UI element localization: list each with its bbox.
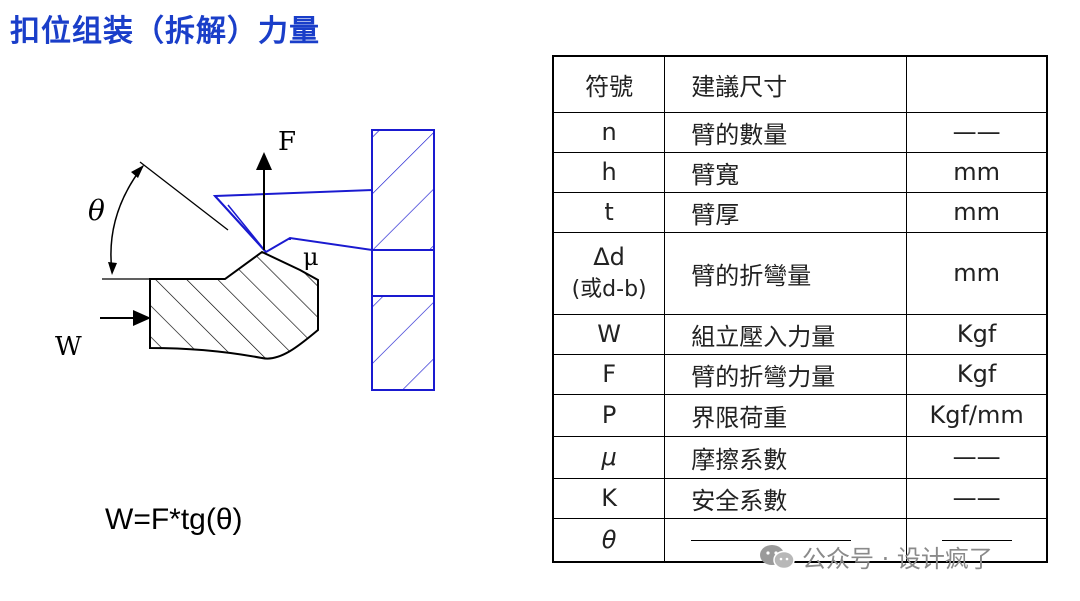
cell-name: 安全系數 xyxy=(664,477,908,519)
cell-unit: mm xyxy=(906,231,1048,315)
snap-fit-diagram: F θ μ W xyxy=(55,127,435,391)
cell-unit: —— xyxy=(906,435,1048,479)
label-mu: μ xyxy=(303,243,319,271)
table-row: h 臂寬 mm xyxy=(552,151,1048,193)
cell-name: 臂寬 xyxy=(664,151,908,193)
table-row: F 臂的折彎力量 Kgf xyxy=(552,353,1048,395)
snap-arm xyxy=(212,188,373,254)
cell-unit: Kgf xyxy=(906,313,1048,355)
label-theta: θ xyxy=(88,194,105,227)
cell-symbol: K xyxy=(552,477,666,519)
empty-dash xyxy=(941,540,1012,542)
cell-name: 摩擦系數 xyxy=(664,435,908,479)
label-f: F xyxy=(278,127,296,157)
cell-symbol: t xyxy=(552,191,666,233)
cell-symbol-alt: (或d-b) xyxy=(571,277,647,302)
wechat-icon xyxy=(760,544,795,569)
cell-symbol: W xyxy=(552,313,666,355)
cell-name: 臂的數量 xyxy=(664,111,908,153)
cell-symbol: P xyxy=(552,393,666,437)
header-symbol: 符號 xyxy=(552,55,666,113)
cell-unit: Kgf xyxy=(906,353,1048,395)
empty-dash xyxy=(691,540,852,542)
angle-ref-line xyxy=(139,161,229,231)
cell-unit: —— xyxy=(906,477,1048,519)
header-unit xyxy=(906,55,1048,113)
formula: W=F*tg(θ) xyxy=(105,503,243,536)
angle-arrow-top xyxy=(131,165,144,178)
watermark-text: 公众号 · 设计疯了 xyxy=(802,545,993,573)
cell-symbol: h xyxy=(552,151,666,193)
cell-unit: mm xyxy=(906,191,1048,233)
table-row: K 安全系數 —— xyxy=(552,477,1048,519)
cell-unit: mm xyxy=(906,151,1048,193)
page-title: 扣位组装（拆解）力量 xyxy=(10,14,320,49)
spec-table: 符號 建議尺寸 n 臂的數量 —— h 臂寬 mm t 臂厚 mm Δd (或d… xyxy=(552,55,1048,563)
angle-arc xyxy=(110,165,144,273)
cell-symbol: F xyxy=(552,353,666,395)
cell-name: 臂的折彎力量 xyxy=(664,353,908,395)
cell-name: 臂厚 xyxy=(664,191,908,233)
table-header-row: 符號 建議尺寸 xyxy=(552,55,1048,113)
header-size: 建議尺寸 xyxy=(664,55,908,113)
table-row: μ 摩擦系數 —— xyxy=(552,435,1048,479)
table-row: n 臂的數量 —— xyxy=(552,111,1048,153)
mating-part xyxy=(149,250,319,360)
cell-unit: —— xyxy=(906,111,1048,153)
angle-arrow-bottom xyxy=(108,262,117,275)
cell-unit: Kgf/mm xyxy=(906,393,1048,437)
cell-name: 組立壓入力量 xyxy=(664,313,908,355)
cell-name: 界限荷重 xyxy=(664,393,908,437)
table-row: t 臂厚 mm xyxy=(552,191,1048,233)
table-row: P 界限荷重 Kgf/mm xyxy=(552,393,1048,437)
housing-wall xyxy=(371,129,435,391)
label-w: W xyxy=(55,332,82,362)
cell-symbol-delta: Δd xyxy=(593,243,625,271)
table-row: W 組立壓入力量 Kgf xyxy=(552,313,1048,355)
cell-unit xyxy=(906,517,1048,563)
cell-symbol: μ xyxy=(552,435,666,479)
cell-symbol: Δd (或d-b) xyxy=(552,231,666,315)
cell-symbol: n xyxy=(552,111,666,153)
cell-symbol: θ xyxy=(552,517,666,563)
watermark: 公众号 · 设计疯了 xyxy=(758,539,993,574)
cell-name: 臂的折彎量 xyxy=(664,231,908,315)
table-row: Δd (或d-b) 臂的折彎量 mm xyxy=(552,231,1048,315)
